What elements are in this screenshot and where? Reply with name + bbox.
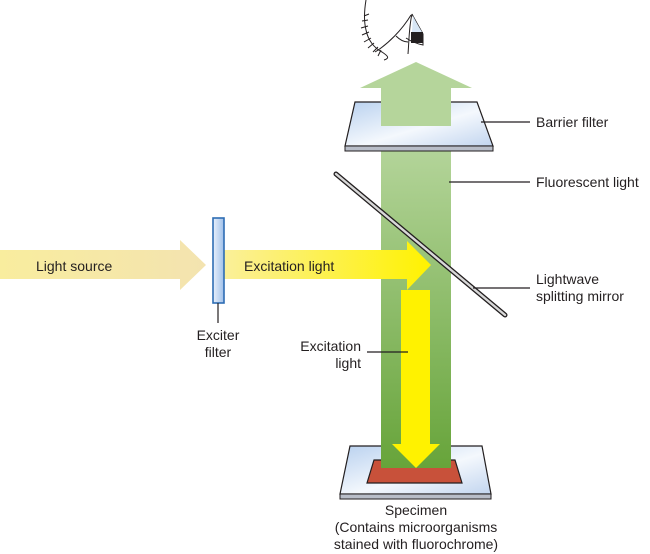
exciter-filter-label-line1: Exciter — [197, 327, 240, 343]
exciter-filter-label-line2: filter — [205, 344, 232, 360]
light-source-arrow — [0, 240, 206, 290]
specimen-label-line2: (Contains microorganisms — [335, 519, 498, 535]
exciter-filter — [212, 217, 225, 304]
barrier-filter-label: Barrier filter — [536, 114, 609, 130]
fluorescent-up-arrow — [360, 62, 472, 126]
mirror-label-line1: Lightwave — [536, 271, 599, 287]
excitation-light-arrow — [224, 241, 431, 290]
light-source-label: Light source — [36, 258, 112, 274]
mirror-label-line2: splitting mirror — [536, 288, 624, 304]
specimen-label-line3: stained with fluorochrome) — [334, 536, 498, 552]
eye-icon — [360, 0, 424, 61]
fluorescent-light-label: Fluorescent light — [536, 174, 639, 190]
excitation-down-arrow — [392, 290, 440, 468]
leader-lines — [217, 121, 530, 353]
excitation-light-label: Excitation light — [244, 258, 334, 274]
excitation-vertical-label-line1: Excitation — [300, 338, 361, 354]
lightwave-splitting-mirror — [333, 171, 508, 318]
excitation-vertical-label-line2: light — [335, 355, 361, 371]
specimen-label-line1: Specimen — [385, 502, 447, 518]
